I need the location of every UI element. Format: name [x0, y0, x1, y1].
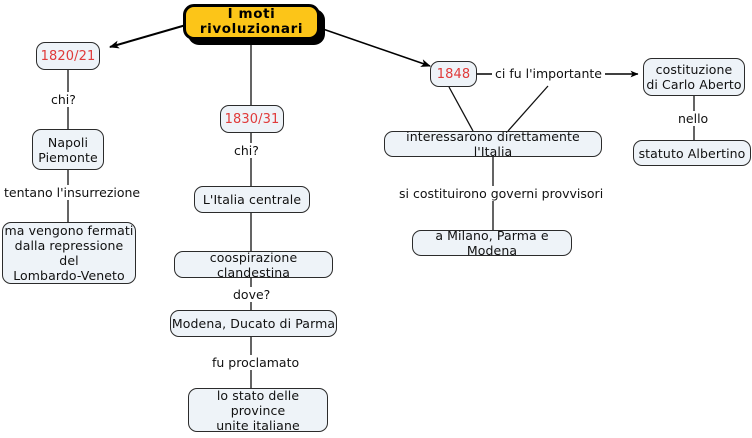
link-label-fu-proclamato: fu proclamato	[209, 355, 303, 370]
node-1820-21[interactable]: 1820/21	[36, 42, 100, 70]
link-label-tentano-insurrezione: tentano l'insurrezione	[1, 185, 144, 200]
link-label-nello: nello	[675, 111, 712, 126]
edge-root-to-1848	[319, 27, 431, 67]
link-label-chi-1820: chi?	[48, 92, 79, 107]
node-modena-ducato-di-parma[interactable]: Modena, Ducato di Parma	[170, 310, 337, 337]
link-label-ci-fu-importante: ci fu l'importante	[492, 66, 605, 81]
node-italia-centrale[interactable]: L'Italia centrale	[194, 186, 310, 213]
node-stato-delle-province-unite-italiane[interactable]: lo stato delle province unite italiane	[188, 388, 328, 433]
node-napoli-piemonte[interactable]: Napoli Piemonte	[32, 129, 104, 170]
node-1830-31[interactable]: 1830/31	[220, 105, 284, 133]
node-1848[interactable]: 1848	[430, 61, 477, 87]
node-a-milano-parma-e-modena[interactable]: a Milano, Parma e Modena	[412, 228, 572, 258]
node-root-i-moti-rivoluzionari[interactable]: I moti rivoluzionari	[183, 4, 320, 40]
node-ma-vengono-fermati[interactable]: ma vengono fermati dalla repressione del…	[2, 222, 136, 284]
edge-root-to-1820	[109, 23, 187, 49]
node-statuto-albertino[interactable]: statuto Albertino	[633, 140, 751, 166]
node-costituzione-di-carlo-aberto[interactable]: costituzione di Carlo Aberto	[643, 58, 745, 96]
link-label-si-costituirono-governi: si costituirono governi provvisori	[396, 186, 607, 201]
node-interessarono-direttamente-italia[interactable]: interessarono direttamente l'Italia	[384, 129, 602, 159]
node-coospirazione-clandestina[interactable]: coospirazione clandestina	[174, 250, 333, 280]
edge-cifu-to-interessarono	[507, 85, 549, 132]
link-label-dove: dove?	[230, 287, 274, 302]
link-label-chi-1830: chi?	[231, 143, 262, 158]
edge-1848-to-interessarono	[448, 86, 474, 132]
